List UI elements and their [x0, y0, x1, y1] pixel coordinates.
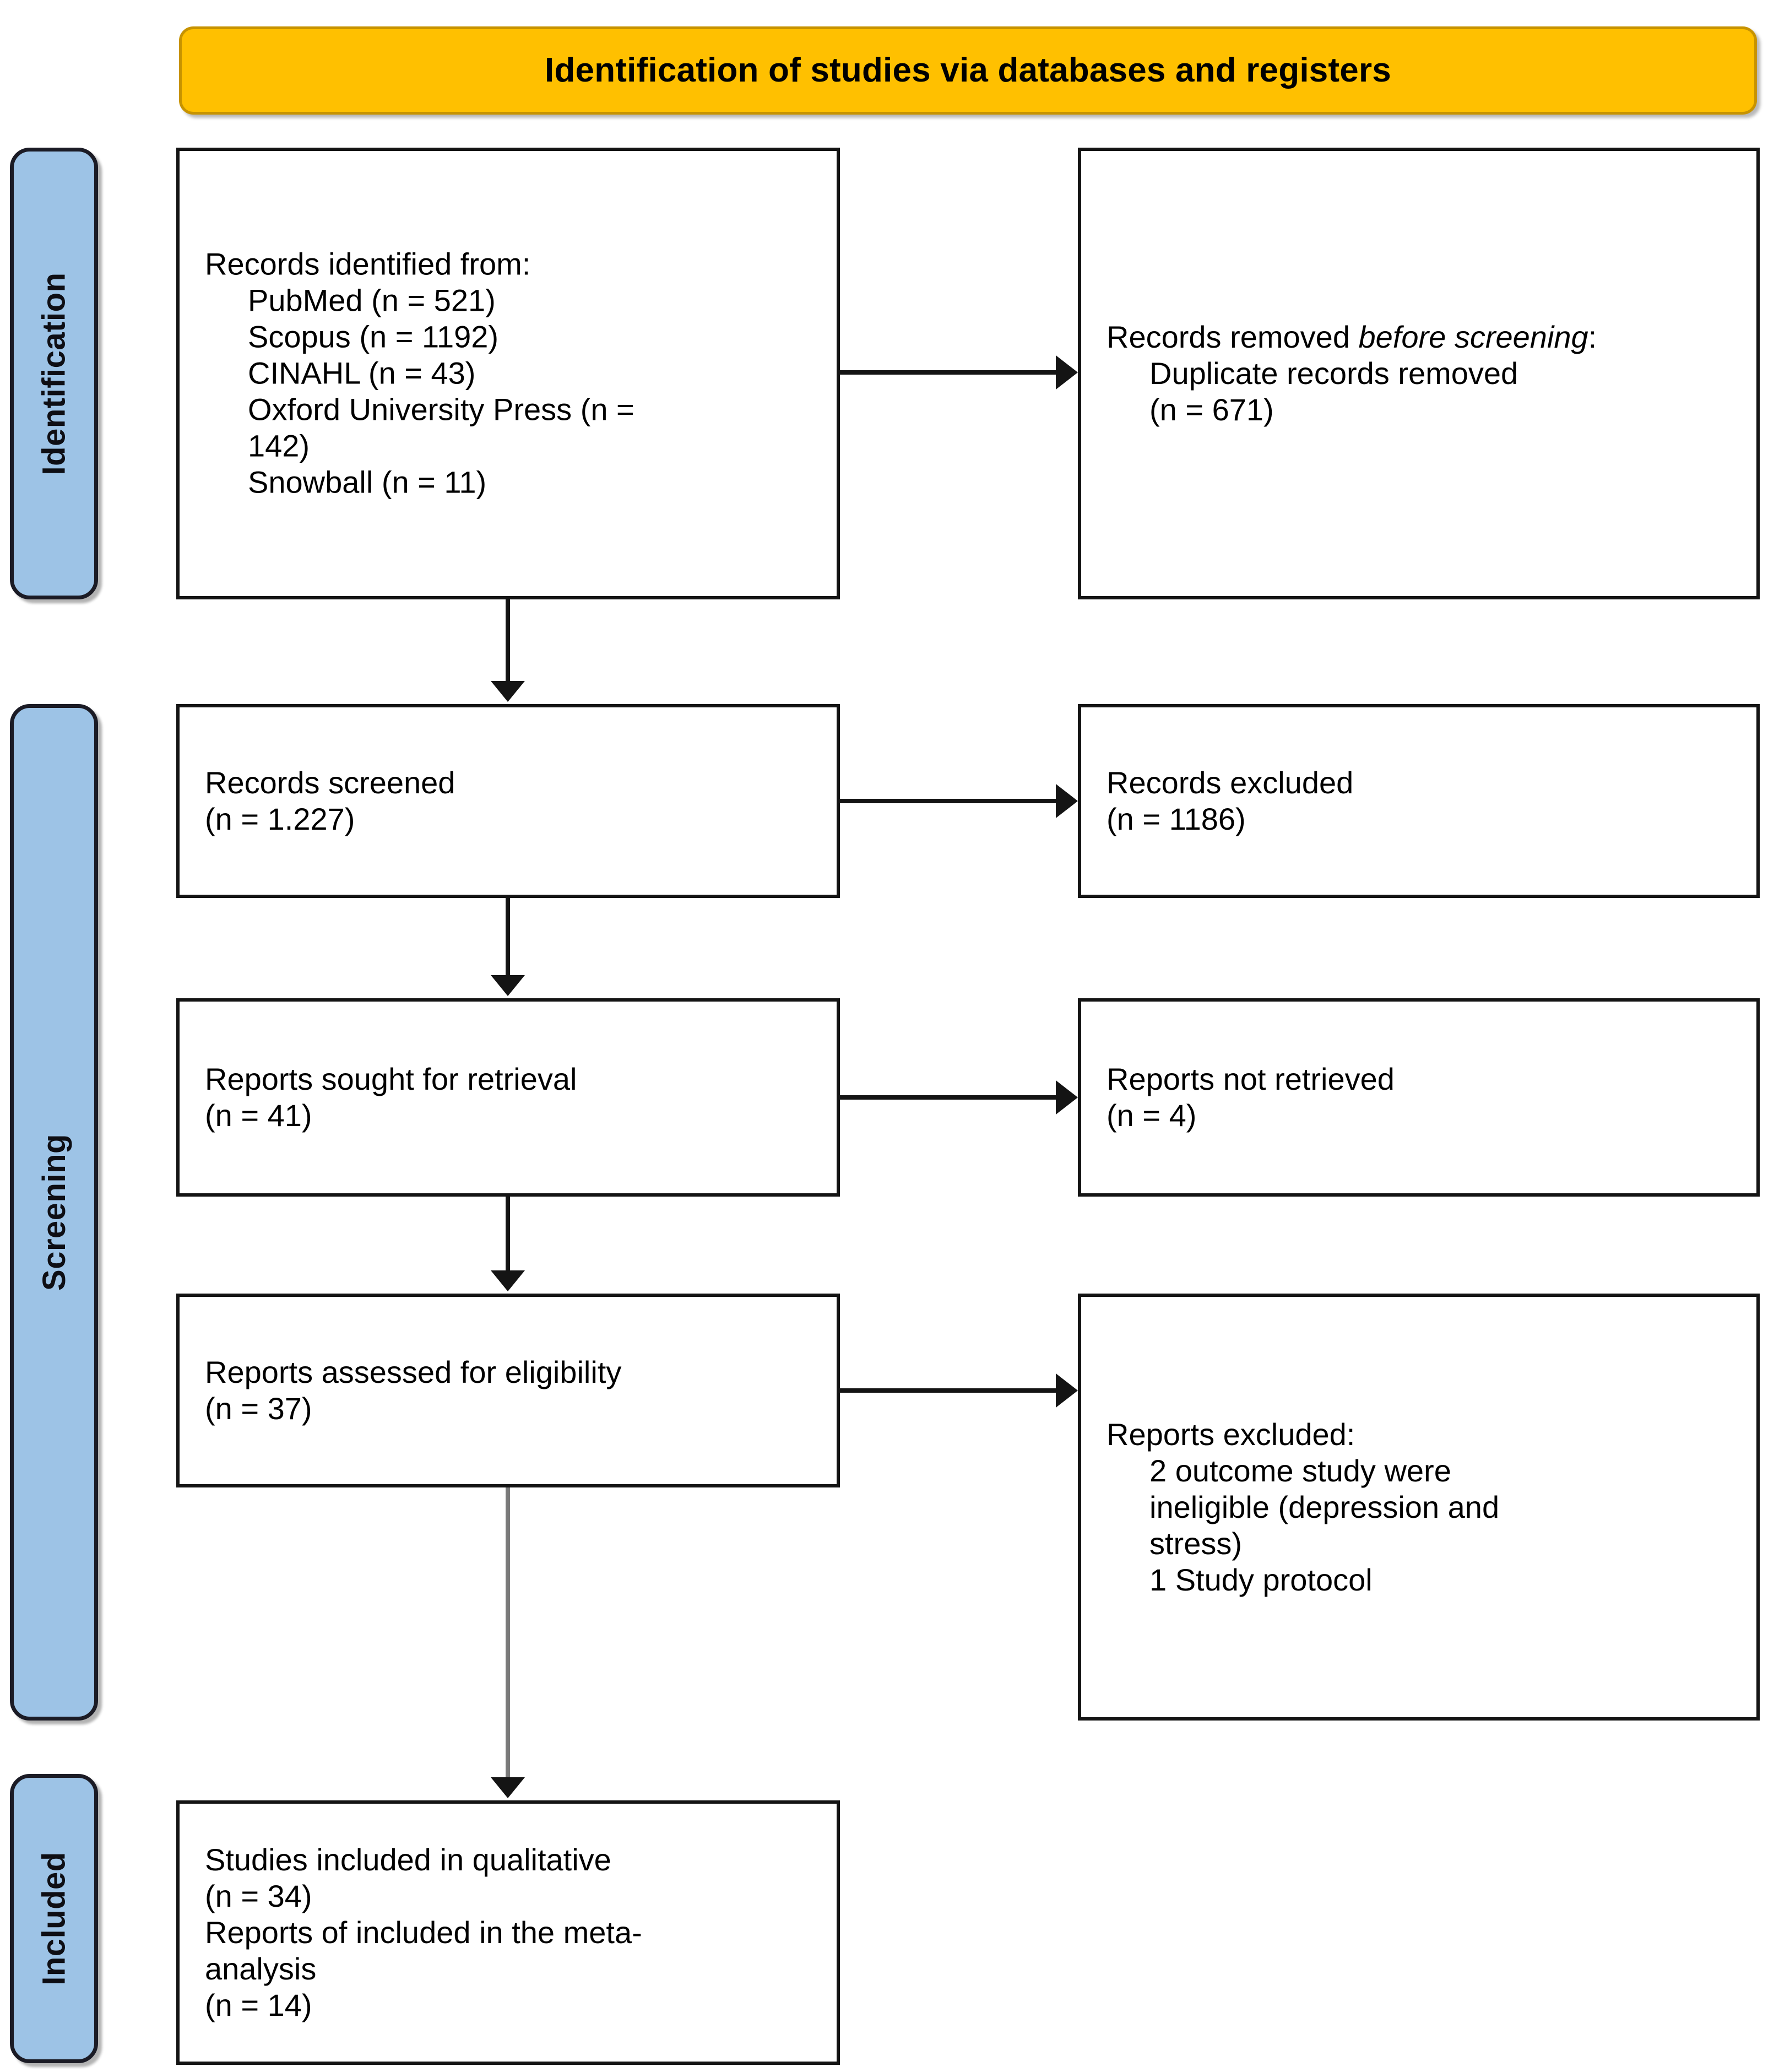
reports-excluded-content: Reports excluded: 2 outcome study were i… — [1107, 1416, 1743, 1598]
reports-excluded-reason-1c: stress) — [1149, 1525, 1242, 1561]
box-reports-excluded-reasons: Reports excluded: 2 outcome study were i… — [1078, 1294, 1760, 1721]
arrow-assessed-to-included — [506, 1487, 510, 1779]
records-removed-heading-italic: before screening — [1358, 319, 1588, 354]
arrow-screened-to-excluded — [840, 799, 1058, 803]
box-reports-sought: Reports sought for retrieval (n = 41) — [176, 998, 840, 1197]
stage-label-included: Included — [36, 1852, 72, 1986]
records-excluded-count: (n = 1186) — [1107, 802, 1246, 836]
banner-title: Identification of studies via databases … — [545, 51, 1391, 89]
banner-identification-header: Identification of studies via databases … — [179, 26, 1757, 115]
arrow-identified-to-removed — [840, 370, 1058, 375]
box-reports-assessed: Reports assessed for eligibility (n = 37… — [176, 1294, 840, 1487]
records-excluded-content: Records excluded (n = 1186) — [1107, 765, 1743, 837]
records-screened-count: (n = 1.227) — [205, 802, 355, 836]
reports-not-retrieved-count: (n = 4) — [1107, 1098, 1197, 1133]
stage-label-identification: Identification — [36, 272, 72, 475]
stage-bar-included: Included — [10, 1774, 98, 2063]
box-records-removed: Records removed before screening: Duplic… — [1078, 148, 1760, 599]
reports-excluded-heading: Reports excluded: — [1107, 1416, 1355, 1452]
box-reports-not-retrieved: Reports not retrieved (n = 4) — [1078, 998, 1760, 1197]
records-identified-content: Records identified from: PubMed (n = 521… — [205, 246, 823, 501]
source-line-snowball: Snowball (n = 11) — [248, 465, 487, 500]
source-line-cinahl: CINAHL (n = 43) — [248, 355, 476, 391]
reports-sought-label: Reports sought for retrieval — [205, 1061, 577, 1096]
records-removed-heading-colon: : — [1588, 319, 1597, 354]
source-line-oxford-university-press: Oxford University Press (n = — [248, 392, 634, 428]
box-studies-included: Studies included in qualitative (n = 34)… — [176, 1800, 840, 2065]
reports-excluded-reason-2: 1 Study protocol — [1149, 1562, 1373, 1597]
reports-sought-count: (n = 41) — [205, 1098, 312, 1133]
duplicate-records-removed-count: (n = 671) — [1149, 392, 1274, 428]
studies-included-qualitative-count: (n = 34) — [205, 1878, 312, 1913]
reports-sought-content: Reports sought for retrieval (n = 41) — [205, 1061, 823, 1134]
records-excluded-label: Records excluded — [1107, 765, 1354, 800]
reports-meta-analysis-label-1: Reports of included in the meta- — [205, 1914, 642, 1950]
reports-meta-analysis-label-2: analysis — [205, 1951, 317, 1987]
reports-not-retrieved-content: Reports not retrieved (n = 4) — [1107, 1061, 1743, 1134]
reports-excluded-reason-1b: ineligible (depression and — [1149, 1489, 1500, 1524]
arrow-sought-to-assessed — [506, 1197, 510, 1273]
reports-assessed-content: Reports assessed for eligibility (n = 37… — [205, 1354, 823, 1427]
reports-excluded-reason-1a: 2 outcome study were — [1149, 1453, 1451, 1488]
reports-not-retrieved-label: Reports not retrieved — [1107, 1061, 1395, 1096]
studies-included-qualitative-label: Studies included in qualitative — [205, 1842, 611, 1877]
source-line-oxford-count-wrap: 142) — [248, 429, 310, 464]
stage-label-screening: Screening — [36, 1134, 72, 1291]
box-records-excluded: Records excluded (n = 1186) — [1078, 704, 1760, 898]
duplicate-records-removed-label: Duplicate records removed — [1149, 355, 1518, 391]
box-records-screened: Records screened (n = 1.227) — [176, 704, 840, 898]
studies-included-content: Studies included in qualitative (n = 34)… — [205, 1842, 823, 2024]
arrow-sought-to-notretrieved — [840, 1095, 1058, 1100]
source-line-scopus: Scopus (n = 1192) — [248, 319, 499, 354]
arrow-assessed-to-reportsexcluded — [840, 1388, 1058, 1393]
reports-meta-analysis-count: (n = 14) — [205, 1988, 312, 2023]
records-screened-label: Records screened — [205, 765, 455, 800]
stage-bar-screening: Screening — [10, 704, 98, 1721]
records-removed-content: Records removed before screening: Duplic… — [1107, 319, 1743, 428]
records-identified-heading: Records identified from: — [205, 246, 531, 282]
reports-assessed-count: (n = 37) — [205, 1391, 312, 1426]
records-screened-content: Records screened (n = 1.227) — [205, 765, 823, 837]
arrow-identified-to-screened — [506, 599, 510, 683]
box-records-identified: Records identified from: PubMed (n = 521… — [176, 148, 840, 599]
records-removed-heading-plain: Records removed — [1107, 319, 1359, 354]
arrow-screened-to-sought — [506, 898, 510, 977]
stage-bar-identification: Identification — [10, 148, 98, 599]
reports-assessed-label: Reports assessed for eligibility — [205, 1354, 622, 1389]
source-line-pubmed: PubMed (n = 521) — [248, 283, 496, 318]
